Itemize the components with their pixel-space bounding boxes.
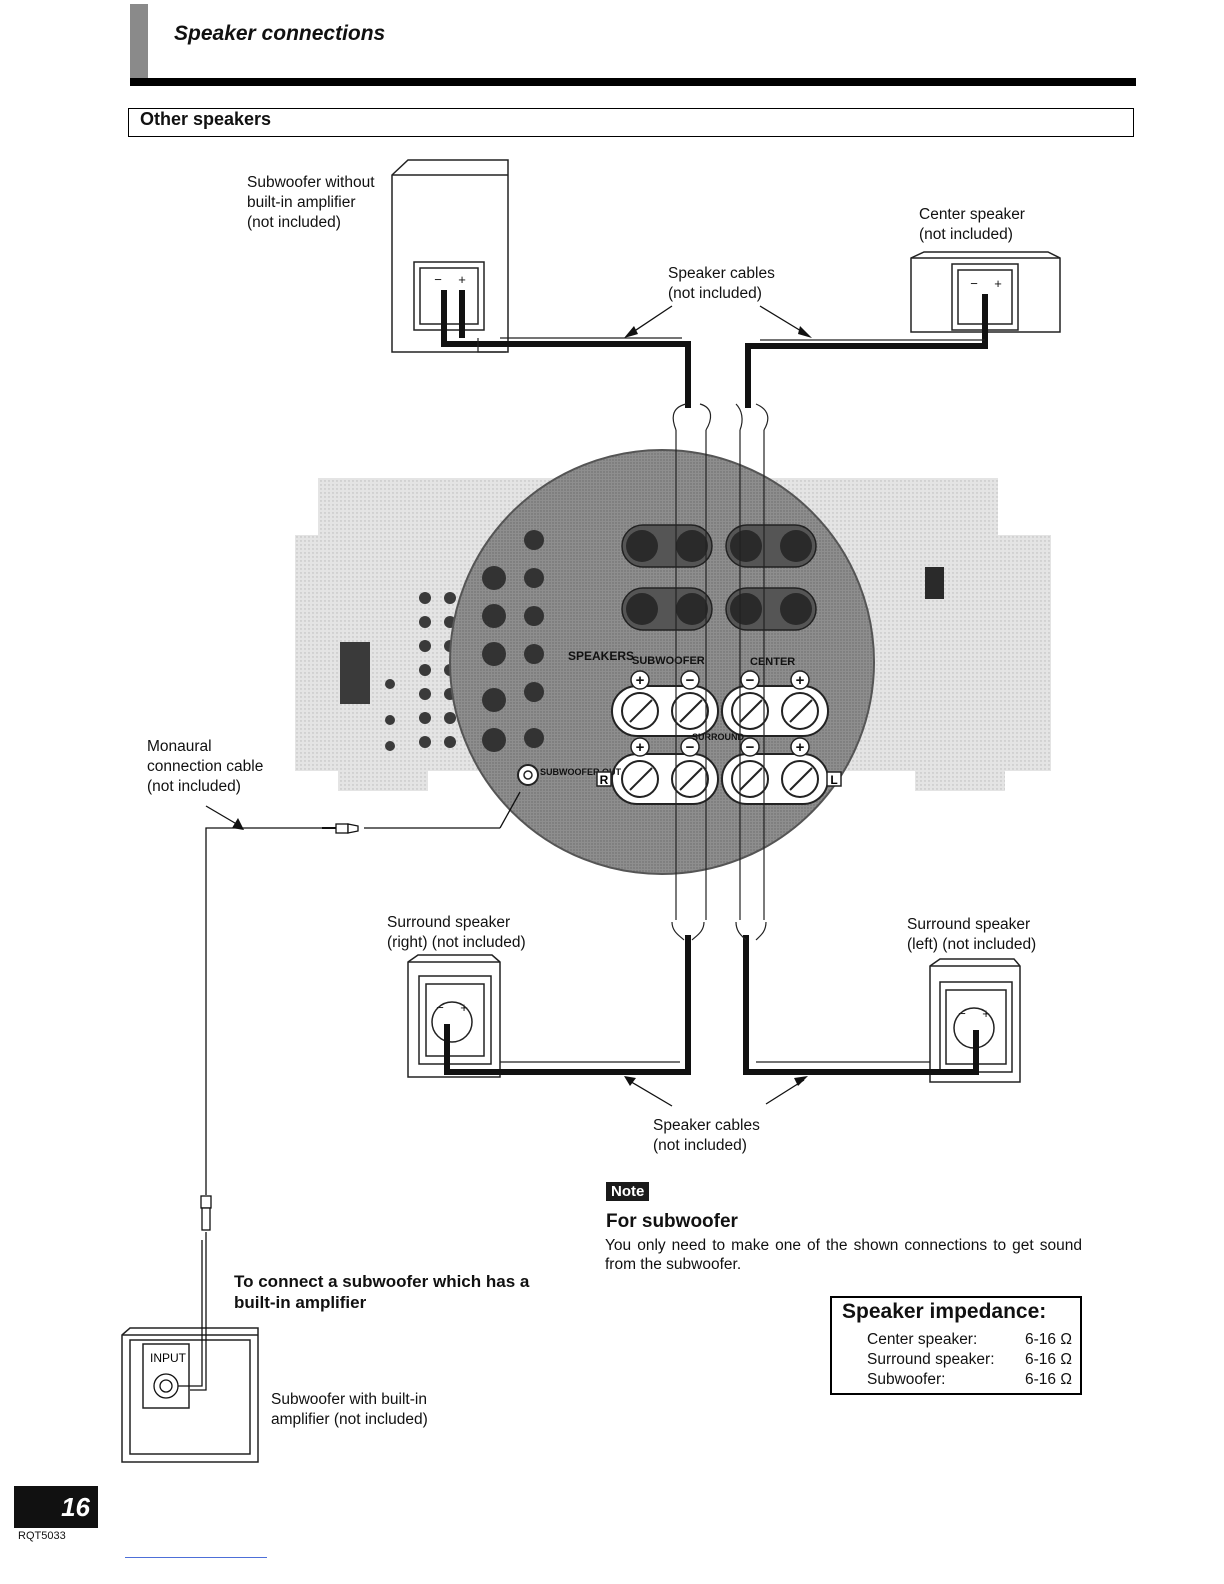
center-minus-sign: − bbox=[746, 672, 755, 689]
impedance-row-value: 6-16 Ω bbox=[1025, 1351, 1072, 1368]
input-jack-label: INPUT bbox=[150, 1351, 187, 1365]
subwoofer-out-label: SUBWOOFER OUT bbox=[540, 767, 621, 777]
center-speaker-minus: − bbox=[970, 276, 978, 291]
magnified-terminal-panel: + − − + + − − + SPEAKERS SUBWOOFER CENTE… bbox=[449, 449, 875, 875]
surround-left-plus-sign: + bbox=[796, 739, 805, 756]
subwoofer-with-amp-label: Subwoofer with built-in amplifier (not i… bbox=[271, 1391, 428, 1428]
footer-line bbox=[125, 1557, 267, 1558]
speaker-cables-bottom-label: Speaker cables (not included) bbox=[653, 1117, 760, 1154]
impedance-title: Speaker impedance: bbox=[842, 1300, 1047, 1323]
right-channel-mark: R bbox=[600, 773, 609, 787]
surround-terminal-label: SURROUND bbox=[692, 732, 745, 742]
impedance-row-label: Subwoofer: bbox=[867, 1371, 946, 1388]
surround-left-minus-sign: − bbox=[746, 739, 755, 756]
subwoofer-without-amp-label: Subwoofer without built-in amplifier (no… bbox=[247, 174, 375, 231]
monaural-cable-label: Monaural connection cable (not included) bbox=[147, 738, 264, 795]
impedance-row-value: 6-16 Ω bbox=[1025, 1371, 1072, 1388]
surround-right-minus-sign: − bbox=[686, 739, 695, 756]
surround-left-label: Surround speaker (left) (not included) bbox=[907, 916, 1037, 953]
surround-right-plus: + bbox=[460, 1000, 468, 1015]
note-heading: For subwoofer bbox=[606, 1211, 738, 1232]
section-title: Other speakers bbox=[140, 109, 272, 129]
center-speaker-plus: + bbox=[994, 276, 1002, 291]
surround-right-label: Surround speaker (right) (not included) bbox=[387, 914, 526, 951]
page-title: Speaker connections bbox=[174, 22, 386, 45]
note-body: You only need to make one of the shown c… bbox=[605, 1237, 1082, 1273]
impedance-row-value: 6-16 Ω bbox=[1025, 1331, 1072, 1348]
center-speaker-label: Center speaker (not included) bbox=[919, 206, 1025, 243]
speakers-label: SPEAKERS bbox=[568, 649, 634, 663]
header-tab bbox=[130, 4, 148, 80]
page-number: 16 bbox=[14, 1486, 98, 1528]
connect-subwoofer-heading: To connect a subwoofer which has a built… bbox=[234, 1272, 530, 1312]
note-badge: Note bbox=[606, 1182, 650, 1201]
subwoofer-plus-sign: + bbox=[636, 672, 645, 689]
speaker-cables-top-label: Speaker cables (not included) bbox=[668, 265, 775, 302]
header-rule bbox=[130, 78, 1136, 86]
surround-left-minus: − bbox=[958, 1006, 966, 1021]
subwoofer-terminal-label: SUBWOOFER bbox=[632, 655, 705, 667]
subwoofer-minus-sign: − bbox=[686, 672, 695, 689]
surround-right-plus-sign: + bbox=[636, 739, 645, 756]
section-box bbox=[128, 108, 1134, 137]
surround-left-plus: + bbox=[982, 1006, 990, 1021]
left-channel-mark: L bbox=[830, 773, 837, 787]
center-plus-sign: + bbox=[796, 672, 805, 689]
impedance-row-label: Center speaker: bbox=[867, 1331, 978, 1348]
surround-right-minus: − bbox=[436, 1000, 444, 1015]
subwoofer-without-minus: − bbox=[434, 272, 442, 287]
impedance-box bbox=[830, 1296, 1082, 1395]
center-terminal-label: CENTER bbox=[750, 656, 795, 668]
model-code: RQT5033 bbox=[18, 1530, 66, 1542]
subwoofer-without-plus: + bbox=[458, 272, 466, 287]
impedance-row-label: Surround speaker: bbox=[867, 1351, 995, 1368]
